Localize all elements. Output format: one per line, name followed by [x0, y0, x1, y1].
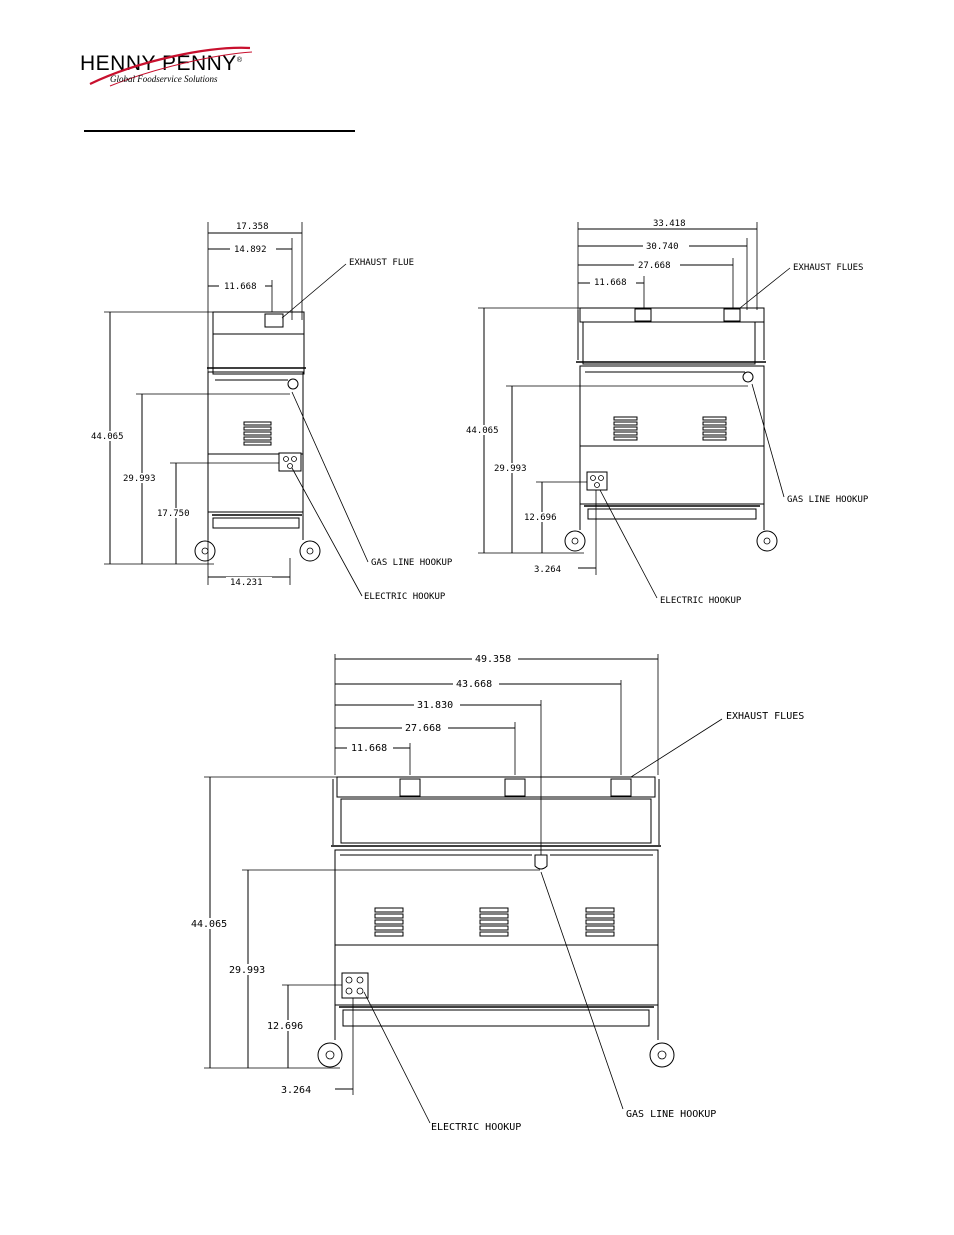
double-dim-gas-height: 29.993	[494, 464, 527, 474]
triple-dim-gas-offset: 31.830	[417, 700, 453, 711]
triple-dim-elec-height: 12.696	[267, 1021, 303, 1032]
triple-dim-height: 44.065	[191, 919, 227, 930]
triple-dim-w-2: 43.668	[456, 679, 492, 690]
triple-dim-flue-2: 27.668	[405, 723, 441, 734]
double-label-electric: ELECTRIC HOOKUP	[660, 596, 742, 606]
logo-wordmark: HENNY PENNY®	[80, 52, 243, 75]
triple-label-gas: GAS LINE HOOKUP	[626, 1109, 716, 1120]
single-label-gas: GAS LINE HOOKUP	[371, 558, 453, 568]
triple-vent-louvers	[374, 907, 615, 937]
double-dim-w-overall: 33.418	[653, 219, 686, 229]
double-label-exhaust: EXHAUST FLUES	[793, 263, 863, 273]
brand-logo: HENNY PENNY® Global Foodservice Solution…	[80, 40, 280, 92]
single-vent-louvers	[243, 421, 272, 446]
double-dim-elec-height: 12.696	[524, 513, 557, 523]
triple-dimension-texts: 49.358 43.668 31.830 27.668 11.668 44.06…	[188, 653, 518, 1096]
double-dimension-texts: 33.418 30.740 27.668 11.668 44.065 29.99…	[463, 218, 696, 575]
triple-label-exhaust: EXHAUST FLUES	[726, 711, 804, 722]
logo-tagline: Global Foodservice Solutions	[110, 74, 218, 84]
single-dim-height: 44.065	[91, 432, 124, 442]
triple-fryer-body	[317, 776, 675, 1068]
triple-casters	[317, 1042, 675, 1068]
double-view: 33.418 30.740 27.668 11.668 44.065 29.99…	[463, 218, 869, 606]
triple-view: 49.358 43.668 31.830 27.668 11.668 44.06…	[188, 653, 804, 1133]
double-label-gas: GAS LINE HOOKUP	[787, 495, 869, 505]
double-vent-louvers	[613, 416, 727, 441]
triple-dim-elec-offset: 3.264	[281, 1085, 311, 1096]
double-dim-w-2: 30.740	[646, 242, 679, 252]
single-dimension-lines	[104, 222, 303, 585]
double-dim-flue-2: 27.668	[638, 261, 671, 271]
double-dimension-lines	[478, 222, 758, 575]
triple-dim-flue-1: 11.668	[351, 743, 387, 754]
triple-electric-box	[341, 972, 369, 999]
double-fryer-body	[564, 307, 778, 552]
single-dim-gas-height: 29.993	[123, 474, 156, 484]
single-dim-elec-height: 17.750	[157, 509, 190, 519]
single-fryer-body	[194, 311, 321, 562]
double-dim-flue-1: 11.668	[594, 278, 627, 288]
title-underline	[84, 130, 355, 132]
single-dim-flue-offset: 11.668	[224, 282, 257, 292]
single-dim-caster-span: 14.231	[230, 578, 263, 588]
double-dim-height: 44.065	[466, 426, 499, 436]
double-electric-box	[586, 471, 608, 491]
triple-dim-w-overall: 49.358	[475, 654, 511, 665]
single-callouts: EXHAUST FLUE GAS LINE HOOKUP ELECTRIC HO…	[281, 258, 453, 602]
double-casters	[564, 530, 778, 552]
double-dim-elec-offset: 3.264	[534, 565, 561, 575]
triple-label-electric: ELECTRIC HOOKUP	[431, 1122, 521, 1133]
single-dim-w-2: 14.892	[234, 245, 267, 255]
double-callouts: EXHAUST FLUES GAS LINE HOOKUP ELECTRIC H…	[599, 263, 869, 606]
single-dim-w-overall: 17.358	[236, 222, 269, 232]
single-view: 17.358 14.892 11.668 44.065 29.993 17.75…	[88, 221, 453, 602]
single-casters	[194, 540, 321, 562]
single-label-exhaust: EXHAUST FLUE	[349, 258, 414, 268]
logo-swoosh	[89, 46, 253, 87]
single-label-electric: ELECTRIC HOOKUP	[364, 592, 446, 602]
triple-callouts: EXHAUST FLUES GAS LINE HOOKUP ELECTRIC H…	[363, 711, 804, 1133]
single-electric-box	[278, 452, 302, 472]
single-dimension-texts: 17.358 14.892 11.668 44.065 29.993 17.75…	[88, 221, 278, 588]
triple-dim-gas-height: 29.993	[229, 965, 265, 976]
